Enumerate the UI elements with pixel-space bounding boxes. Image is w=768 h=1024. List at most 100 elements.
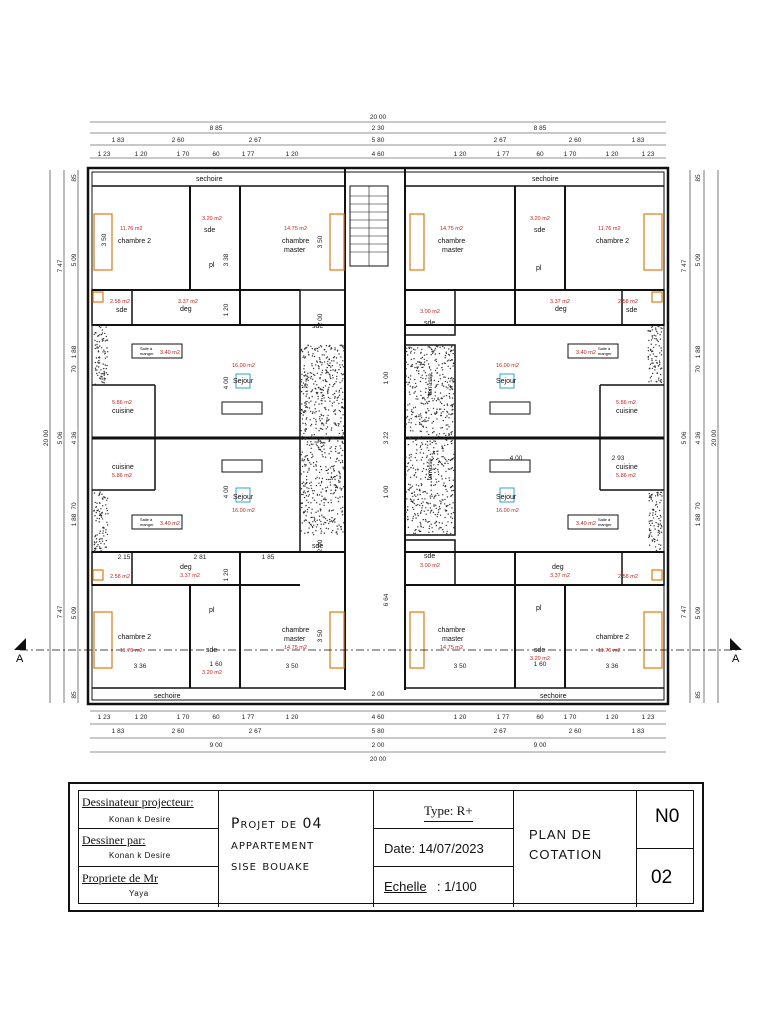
hatch-dot: [306, 384, 308, 386]
room-master-br-b: master: [442, 636, 464, 643]
hatch-dot: [429, 512, 432, 514]
hatch-dot: [448, 417, 450, 419]
hatch-dot: [324, 400, 326, 402]
hatch-dot: [435, 400, 438, 402]
hatch-dot: [320, 523, 322, 525]
hatch-dot: [444, 354, 447, 357]
hatch-dot: [648, 492, 650, 495]
hatch-dot: [311, 453, 313, 455]
hatch-dot: [647, 358, 650, 360]
hatch-dot: [103, 379, 105, 381]
hatch-dot: [445, 470, 447, 473]
hatch-dot: [405, 491, 407, 493]
hatch-dot: [335, 486, 337, 489]
hatch-dot: [431, 527, 433, 529]
hatch-dot: [95, 538, 98, 540]
hatch-dot: [422, 425, 424, 427]
hatch-dot: [654, 369, 656, 371]
hatch-dot: [435, 412, 438, 414]
hatch-dot: [314, 364, 317, 366]
hatch-dot: [424, 419, 426, 421]
hatch-dot: [310, 463, 312, 465]
hatch-dot: [342, 442, 344, 445]
dim-top-row4: 60: [536, 151, 544, 158]
scale-value: : 1/100: [437, 879, 477, 894]
area-sdecorner-tr: 2.58 m2: [618, 299, 638, 305]
hatch-dot: [409, 403, 411, 405]
hatch-dot: [434, 349, 436, 351]
hatch-dot: [414, 513, 416, 515]
hatch-dot: [329, 362, 331, 364]
hatch-dot: [93, 510, 95, 512]
hatch-dot: [105, 531, 107, 533]
hatch-dot: [307, 490, 309, 492]
hatch-dot: [661, 327, 663, 330]
hatch-dot: [648, 522, 651, 524]
title-block-frame: Dessinateur projecteur: Konan k Desire D…: [78, 790, 694, 907]
hatch-dot: [320, 374, 322, 376]
hatch-dot: [410, 410, 413, 413]
hatch-dot: [407, 354, 409, 356]
hatch-dot: [316, 347, 319, 350]
room-sde-bc: sde: [424, 553, 435, 560]
hatch-dot: [327, 392, 329, 395]
hatch-dot: [659, 502, 661, 504]
hatch-dot: [423, 370, 425, 372]
hatch-dot: [659, 361, 661, 364]
hatch-dot: [420, 525, 422, 527]
plan-line-1: PLAN DE: [529, 827, 592, 842]
hatch-dot: [301, 408, 303, 411]
hatch-dot: [433, 464, 435, 466]
hatch-dot: [409, 378, 411, 380]
hatch-dot: [413, 352, 416, 354]
hatch-dot: [451, 413, 453, 415]
hatch-dot: [439, 514, 442, 516]
hatch-dot: [325, 351, 327, 353]
hatch-dot: [301, 351, 304, 353]
hatch-dot: [309, 419, 311, 421]
hatch-dot: [432, 511, 435, 514]
hatch-dot: [312, 526, 314, 529]
hatch-dot: [407, 518, 409, 520]
hatch-dot: [425, 426, 427, 429]
hatch-dot: [426, 465, 429, 467]
hatch-dot: [411, 409, 413, 411]
hatch-dot: [335, 381, 337, 383]
hatch-dot: [433, 505, 435, 507]
hatch-dot: [411, 413, 413, 416]
hatch-dot: [93, 549, 96, 551]
hatch-dot: [328, 453, 330, 455]
hatch-dot: [94, 515, 96, 517]
hatch-dot: [429, 389, 431, 391]
hatch-dot: [423, 463, 425, 465]
area-chambre2-tr: 11.76 m2: [598, 226, 621, 232]
hatch-dot: [331, 347, 333, 349]
hatch-dot: [655, 511, 657, 513]
area-cuisine-tr: 5.86 m2: [616, 400, 636, 406]
hatch-dot: [442, 456, 444, 458]
hatch-dot: [310, 377, 312, 379]
hatch-dot: [412, 430, 414, 432]
hatch-dot: [93, 547, 96, 550]
hatch-dot: [100, 373, 103, 375]
hatch-dot: [431, 459, 434, 461]
hatch-dot: [451, 404, 453, 406]
hatch-dot: [340, 526, 342, 528]
hatch-dot: [650, 496, 652, 499]
hatch-dot: [407, 516, 409, 518]
dim-left-mid: 7 47: [57, 259, 64, 272]
hatch-dot: [424, 391, 427, 393]
hatch-dot: [421, 417, 423, 419]
dim-top-row3: 1 83: [632, 137, 645, 144]
hatch-dot: [423, 403, 425, 405]
hatch-dot: [324, 452, 326, 454]
dim-top-row3: 2 67: [249, 137, 262, 144]
hatch-dot: [301, 465, 304, 468]
hatch-dot: [652, 517, 655, 519]
hatch-dot: [313, 383, 315, 385]
hatch-dot: [434, 359, 436, 361]
hatch-dot: [427, 521, 429, 523]
hatch-dot: [445, 394, 448, 397]
hatch-dot: [326, 438, 328, 440]
hatch-dot: [341, 345, 344, 348]
